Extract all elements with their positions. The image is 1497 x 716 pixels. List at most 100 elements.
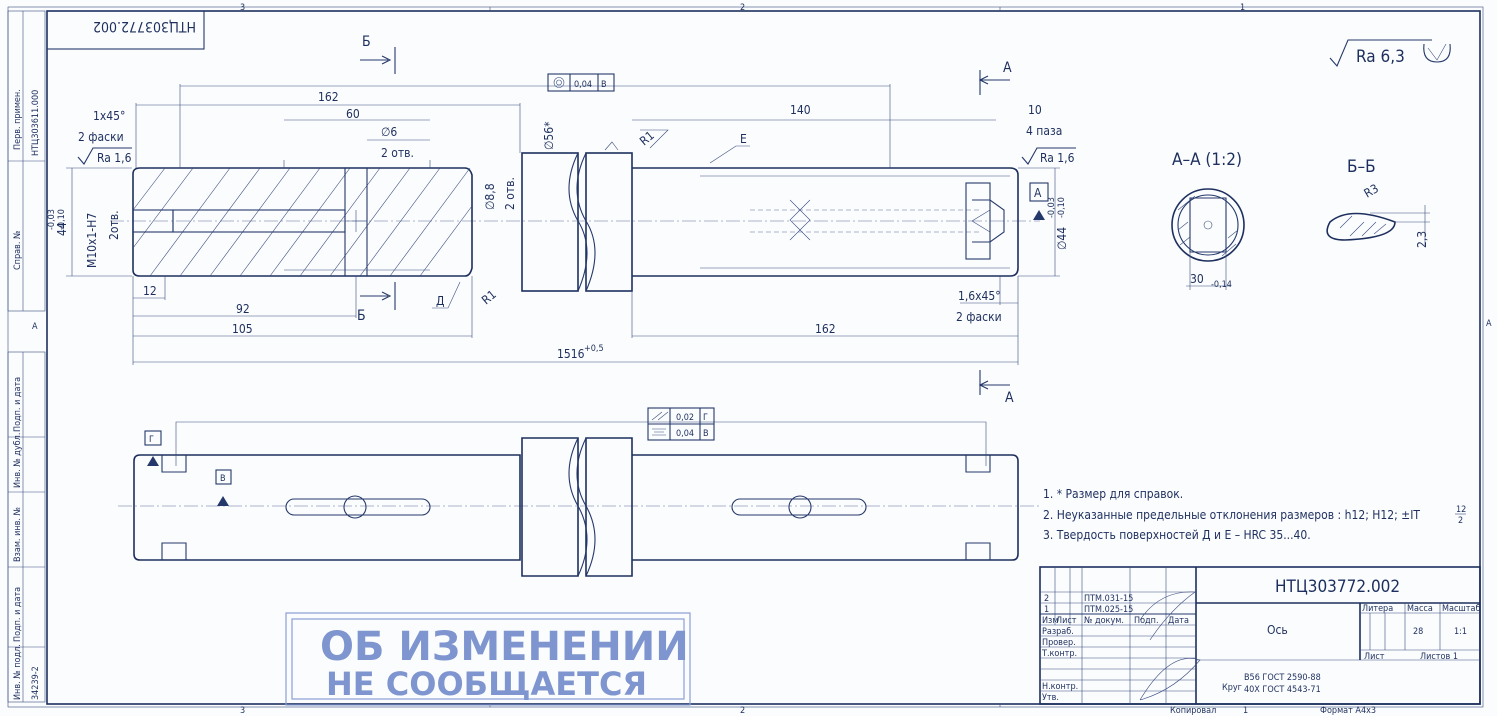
slots-4: 4 паза — [1026, 124, 1062, 138]
dim-140: 140 — [790, 103, 811, 117]
concentricity-datum: В — [601, 80, 607, 90]
datum-a-box — [1029, 182, 1049, 202]
dia-44-right: ∅44 — [1055, 227, 1069, 250]
chamfer-left-note: 2 фаски — [78, 130, 124, 144]
rotated-drawing-number: НТЦ303772.002 — [93, 18, 196, 34]
replace-inv-label: Взам. инв. № — [13, 506, 23, 562]
dim-105: 105 — [232, 322, 253, 336]
thread-note: 2отв. — [107, 210, 121, 240]
rotated-number-box — [46, 10, 205, 50]
general-roughness-value: Ra 6,3 — [1356, 47, 1405, 67]
datum-v-box — [215, 469, 232, 485]
rev-no-1: 1 — [1044, 605, 1049, 615]
dia-44-left-tol: -0,03-0,10 — [47, 209, 67, 230]
dim-1516-tol: +0,5 — [584, 344, 604, 354]
section-b-top: Б — [362, 34, 371, 50]
collar-left — [521, 152, 579, 292]
hole-8-8: ∅8,8 — [483, 183, 497, 210]
hole-6-note: 2 отв. — [381, 146, 414, 160]
chamfer-left: 1х45° — [93, 109, 125, 123]
hdr-date: Дата — [1168, 616, 1189, 626]
zone-label-2: 2 — [740, 3, 745, 13]
side-column: Перв. примен. НТЦ303611.000 Справ. № Под… — [7, 10, 46, 703]
datum-g-box — [144, 430, 162, 446]
zone-label-2-bottom: 2 — [740, 706, 745, 716]
datum-g-letter: Г — [149, 435, 154, 445]
note-2: 2. Неуказанные предельные отклонения раз… — [1043, 508, 1420, 522]
first-use-value: НТЦ303611.000 — [31, 90, 41, 156]
rev-doc-1: ПТМ.025-15 — [1084, 605, 1133, 615]
note-1: 1. * Размер для справок. — [1043, 487, 1183, 501]
roughness-left: Ra 1,6 — [97, 151, 132, 165]
datum-a-letter: А — [1034, 186, 1042, 200]
chamfer-right-note: 2 фаски — [956, 310, 1002, 324]
inner-frame — [46, 10, 1481, 705]
section-bb-dim: 2,3 — [1415, 231, 1429, 248]
section-b-b: Б–Б R3 2,3 — [1326, 157, 1430, 248]
technical-notes: 1. * Размер для справок. 2. Неуказанные … — [1043, 487, 1466, 542]
row-approve: Утв. — [1042, 693, 1059, 703]
col-litera: Литера — [1362, 604, 1393, 614]
zone-label-a-left: A — [32, 322, 38, 332]
dim-162-bottom: 162 — [815, 322, 836, 336]
parallel-value: 0,02 — [676, 413, 694, 423]
col-scale: Масштаб — [1442, 603, 1480, 614]
row-develop: Разраб. — [1042, 626, 1074, 637]
surface-d-label: Д — [436, 294, 444, 308]
roughness-right: Ra 1,6 — [1040, 151, 1075, 165]
rev-no-2: 2 — [1044, 594, 1049, 604]
note-fraction-num: 12 — [1456, 505, 1466, 515]
row-check: Провер. — [1042, 638, 1076, 648]
section-a-top: А — [1003, 60, 1012, 76]
row-tcontrol: Т.контр. — [1041, 649, 1077, 659]
row-ncontrol: Н.контр. — [1042, 682, 1078, 692]
dia-44-left: 44 — [55, 222, 69, 236]
chamfer-right: 1,6х45° — [958, 289, 1001, 303]
section-a-bottom: А — [1005, 390, 1014, 406]
dia-56: ∅56* — [542, 121, 556, 150]
dim-92: 92 — [236, 302, 250, 316]
left-shaft-section — [132, 167, 473, 277]
parallel-datum: Г — [703, 413, 708, 423]
scale-value: 1:1 — [1454, 627, 1467, 637]
note-fraction-den: 2 — [1458, 516, 1463, 526]
concentricity-frame — [547, 73, 615, 92]
material-prefix: Круг — [1222, 683, 1242, 693]
material-line-2: 40Х ГОСТ 4543-71 — [1244, 685, 1321, 695]
sheet-label: Лист — [1364, 652, 1385, 662]
material-line-1: В56 ГОСТ 2590-88 — [1244, 673, 1321, 683]
lower-view: 0,02 Г 0,04 В Г В — [118, 407, 1040, 577]
hdr-docno: № докум. — [1084, 616, 1124, 626]
symmetry-datum: В — [703, 429, 709, 439]
dim-10: 10 — [1028, 103, 1042, 117]
hdr-list: Лист — [1056, 616, 1077, 626]
copied-value: 1 — [1243, 706, 1248, 716]
dia-44-right-tol: -0,03-0,10 — [1047, 197, 1067, 218]
title-block: НТЦ303772.002 Ось Литера Масса Масштаб 2… — [1039, 566, 1481, 716]
sign-date-label-2: Подп. и дата — [13, 587, 23, 642]
section-a-a: А–А (1:2) 30 -0,14 — [1171, 150, 1245, 290]
rev-doc-2: ПТМ.031-15 — [1084, 594, 1133, 604]
hole-8-8-note: 2 отв. — [503, 177, 517, 210]
title-part-name: Ось — [1267, 623, 1288, 637]
col-mass: Масса — [1407, 604, 1433, 614]
surface-e-label: Е — [740, 132, 747, 146]
thread-size: М10х1-Н7 — [85, 213, 99, 268]
dim-162-top: 162 — [318, 90, 339, 104]
mass-value: 28 — [1413, 627, 1423, 637]
copied-label: Копировал — [1170, 706, 1216, 716]
hdr-sign: Подп. — [1134, 616, 1159, 626]
change-stamp: ОБ ИЗМЕНЕНИИ НЕ СООБЩАЕТСЯ — [285, 612, 691, 706]
radius-r1-bottom: R1 — [479, 287, 499, 307]
zone-label-3-bottom: 3 — [240, 706, 245, 716]
datum-v-letter: В — [220, 474, 226, 484]
signature-scribbles — [1139, 591, 1201, 701]
original-inv-value: 34239-2 — [31, 666, 41, 700]
concentricity-value: 0,04 — [574, 80, 592, 90]
main-view: 162 60 140 10 4 паза 1х45° 2 фаски ∅6 2 … — [47, 34, 1076, 406]
format-label: Формат А4х3 — [1320, 706, 1376, 716]
outer-border — [7, 6, 1484, 708]
duplicate-inv-label: Инв. № дубл. — [12, 433, 23, 488]
